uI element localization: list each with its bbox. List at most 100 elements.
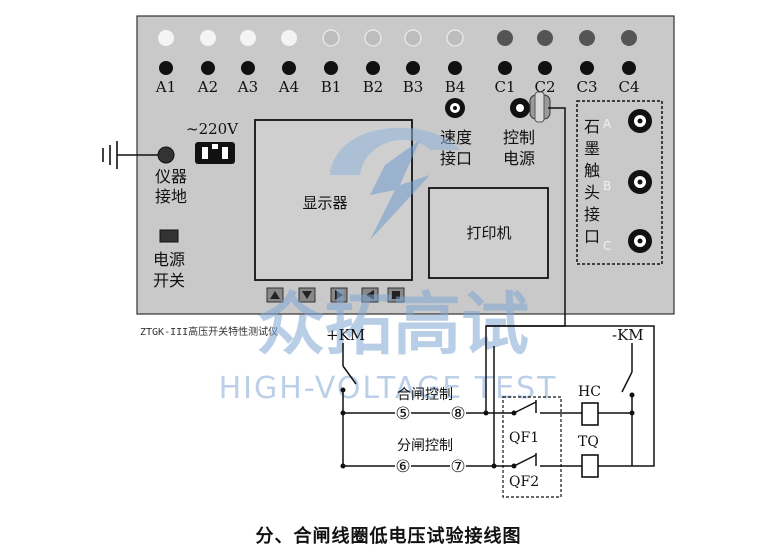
watermark-logo-icon (330, 127, 460, 240)
control-power-port-icon[interactable] (510, 98, 530, 118)
graphite-port-icon[interactable] (628, 109, 652, 133)
channel-label: C1 (494, 78, 515, 96)
graphite-label-char: 头 (584, 183, 600, 202)
speed-port-icon[interactable] (445, 98, 465, 118)
printer-box (428, 187, 549, 279)
channel-socket[interactable] (201, 61, 215, 75)
km-negative-label: -KM (612, 326, 644, 344)
power-socket-icon[interactable] (195, 142, 235, 164)
channel-socket[interactable] (159, 61, 173, 75)
channel-label: B4 (445, 78, 466, 96)
left-arrow-button[interactable] (361, 287, 379, 303)
down-arrow-button[interactable] (298, 287, 316, 303)
power-label: 开关 (153, 271, 185, 290)
channel-label: C3 (576, 78, 597, 96)
ground-symbol-icon (102, 141, 160, 169)
phase-label: B (603, 179, 611, 193)
hc-label: HC (578, 384, 601, 400)
close-control-label: 合闸控制 (397, 387, 453, 403)
right-arrow-button[interactable] (330, 287, 348, 303)
terminal-7: ⑦ (450, 457, 465, 477)
channel-label: B1 (321, 78, 342, 96)
channel-socket[interactable] (622, 61, 636, 75)
indicator-light (404, 29, 422, 47)
voltage-label: ~220V (186, 120, 239, 138)
hc-coil (581, 402, 599, 426)
graphite-label-char: 口 (584, 227, 600, 246)
channel-socket[interactable] (538, 61, 552, 75)
km-positive-label: +KM (326, 326, 365, 344)
graphite-label-char: 墨 (584, 139, 600, 158)
indicator-lights (158, 29, 637, 47)
indicator-light (579, 30, 595, 46)
tq-label: TQ (578, 434, 599, 450)
diagram-caption: 分、合闸线圈低电压试验接线图 (255, 526, 522, 547)
qf1-label: QF1 (509, 430, 539, 446)
channel-socket[interactable] (324, 61, 338, 75)
indicator-light (446, 29, 464, 47)
graphite-label-char: 触 (584, 161, 600, 180)
junction-dot (511, 410, 517, 416)
qf2-label: QF2 (509, 474, 539, 490)
terminal-8: ⑧ (450, 404, 465, 424)
graphite-port-icon[interactable] (628, 170, 652, 194)
phase-label: A (603, 117, 612, 131)
channel-label: C4 (618, 78, 639, 96)
channel-socket[interactable] (448, 61, 462, 75)
indicator-light (158, 30, 174, 46)
junction-dot (340, 410, 346, 416)
channel-label: A4 (278, 78, 299, 96)
indicator-light (537, 30, 553, 46)
channel-socket[interactable] (366, 61, 380, 75)
channel-label: A2 (197, 78, 218, 96)
junction-dot (340, 387, 346, 393)
indicator-light (322, 29, 340, 47)
speed-port-label: 接口 (440, 149, 472, 168)
junction-dots (340, 387, 635, 469)
terminal-5: ⑤ (395, 404, 410, 424)
qf2-contact (513, 453, 537, 467)
channel-socket[interactable] (580, 61, 594, 75)
ground-label: 接地 (155, 187, 187, 206)
junction-dot (340, 463, 346, 469)
graphite-label-char: 接 (584, 205, 600, 224)
channel-label: A1 (155, 78, 176, 96)
stop-square-button[interactable] (387, 287, 405, 303)
junction-dot (629, 392, 635, 398)
indicator-light (621, 30, 637, 46)
display-buttons (266, 287, 405, 303)
plug-connector-icon (529, 91, 551, 123)
watermark-brand: 众拓高试 (257, 286, 529, 365)
channel-socket[interactable] (282, 61, 296, 75)
qf1-contact (513, 400, 537, 414)
indicator-light (281, 30, 297, 46)
junction-dot (491, 463, 497, 469)
control-power-label: 控制 (503, 128, 535, 147)
graphite-label-char: 石 (584, 117, 600, 136)
graphite-port-icon[interactable] (628, 229, 652, 253)
model-label: ZTGK-III高压开关特性测试仪 (140, 325, 278, 338)
channel-socket[interactable] (498, 61, 512, 75)
channel-label: B3 (403, 78, 424, 96)
graphite-contact-frame (576, 100, 663, 265)
channel-sockets (159, 61, 636, 75)
ground-label: 仪器 (155, 167, 187, 186)
up-arrow-button[interactable] (266, 287, 284, 303)
indicator-light (200, 30, 216, 46)
channel-socket[interactable] (241, 61, 255, 75)
power-switch[interactable] (159, 229, 179, 243)
power-label: 电源 (153, 250, 185, 269)
ground-terminal[interactable] (157, 146, 175, 164)
circuit-wires (342, 107, 655, 467)
watermark-brand-en: HIGH-VOLTAGE TEST (219, 371, 558, 406)
channel-socket[interactable] (406, 61, 420, 75)
junction-dot (511, 463, 517, 469)
indicator-light (497, 30, 513, 46)
printer-label: 打印机 (466, 224, 511, 242)
breaker-dashed-box (502, 396, 562, 498)
display-label: 显示器 (302, 194, 347, 212)
display-screen (254, 119, 413, 281)
phase-label: C (603, 239, 611, 253)
tq-coil (581, 454, 599, 478)
